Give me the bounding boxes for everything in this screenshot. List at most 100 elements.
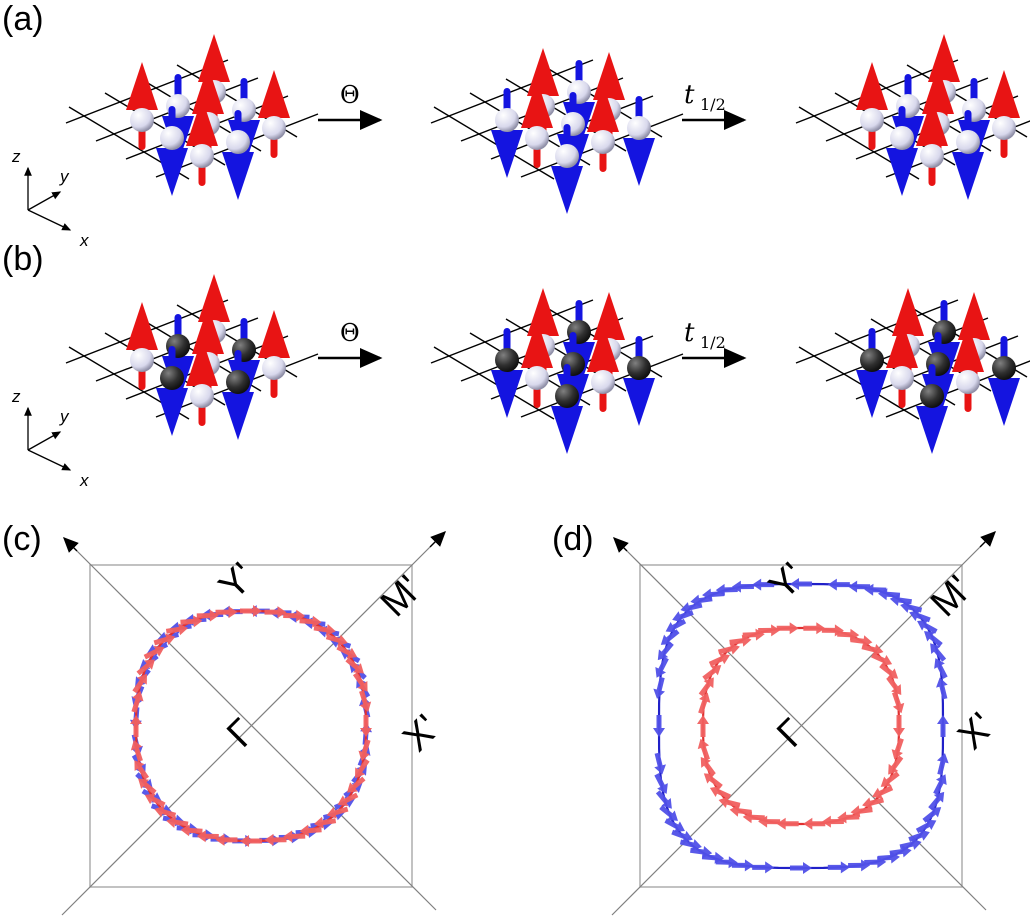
c-red-spin-arrow [325, 634, 348, 647]
d-red-spin-arrow [698, 692, 711, 715]
d-red-spin-arrow [717, 643, 740, 655]
c-red-spin-arrow [180, 824, 203, 837]
spin-arrow-a3-3 [856, 62, 888, 150]
panel-label-a: (a) [2, 0, 44, 38]
label-x-prime-c: X' [395, 707, 448, 760]
d-red-spin-arrow [698, 677, 714, 697]
bz-diagonal-yc [76, 550, 437, 911]
d-red-spin-arrow [729, 804, 752, 817]
spin-arrow-b3-5 [988, 336, 1020, 426]
panel-label-c: (c) [2, 520, 42, 558]
d-blue-spin-arrow [657, 641, 674, 661]
d-red-spin-arrow [886, 675, 902, 695]
d-blue-spin-arrow [922, 807, 942, 823]
c-red-spin-arrow [215, 606, 238, 619]
c-red-spin-arrow [264, 833, 287, 846]
label-y-prime-c: Y' [211, 555, 264, 608]
d-red-spin-arrow [729, 634, 752, 647]
d-blue-spin-arrow [915, 819, 937, 834]
d-red-spin-arrow [891, 737, 904, 760]
d-blue-spin-arrow [917, 620, 938, 634]
spin-arrow-a2-3 [491, 88, 523, 178]
spin-arrow-b2-5 [623, 336, 655, 426]
c-red-spin-arrow [358, 739, 371, 761]
t-sub-b: 1/2 [700, 333, 726, 352]
d-blue-spin-arrow [654, 773, 668, 794]
label-m-prime-c: M' [373, 568, 430, 625]
d-blue-spin-arrow [665, 618, 687, 633]
d-red-spin-arrow [888, 755, 904, 775]
atom-b1-5 [262, 356, 286, 380]
d-blue-spin-arrow [908, 829, 930, 842]
label-x-prime-d: X' [950, 705, 1003, 758]
axes-triad-a: z y x [11, 147, 89, 250]
c-red-spin-arrow [360, 715, 372, 737]
atom-a1-3 [130, 108, 154, 132]
brillouin-zone-d: Y' M' X' Γ [611, 531, 1003, 916]
c-red-spin-arrow [196, 609, 219, 622]
c-red-spin-arrow [138, 778, 157, 795]
atom-a3-8 [920, 144, 944, 168]
d-red-spin-arrow [880, 771, 900, 787]
spin-arrow-a2-5 [623, 96, 655, 186]
spin-arrow-b2-6 [521, 320, 553, 408]
d-blue-spin-arrow [653, 715, 665, 737]
panel-label-b: (b) [2, 240, 44, 278]
atom-b3-8 [920, 384, 944, 408]
spin-lattice-a2 [430, 48, 684, 214]
spin-arrow-b3-3 [856, 328, 888, 418]
operator-half-translation-a: t 1/2 [682, 80, 747, 130]
d-blue-spin-arrow [659, 805, 678, 821]
operator-theta-a: Θ [318, 81, 383, 130]
brillouin-zone-c: Y' M' X' Γ [61, 531, 448, 916]
d-red-spin-arrow [776, 622, 799, 635]
c-red-spin-arrow [264, 606, 287, 619]
label-gamma-d: Γ [769, 711, 814, 756]
c-red-spin-arrow [130, 715, 142, 737]
d-blue-spin-arrow [924, 631, 943, 647]
d-red-spin-arrow [892, 691, 905, 714]
atom-b1-6 [160, 366, 184, 390]
d-red-spin-arrow [821, 815, 844, 828]
label-y-prime-d: Y' [761, 555, 814, 608]
atom-a1-8 [190, 144, 214, 168]
c-red-spin-arrow [131, 691, 144, 713]
d-blue-spin-arrow [933, 774, 947, 796]
d-blue-spin-arrow [654, 752, 666, 775]
c-red-spin-arrow [154, 805, 177, 818]
d-blue-spin-arrow [899, 838, 922, 850]
d-blue-spin-arrow [827, 861, 850, 874]
d-red-spin-arrow [871, 652, 893, 666]
d-blue-spin-arrow [653, 676, 665, 699]
d-blue-spin-arrow [655, 790, 672, 809]
c-red-spin-arrow [240, 605, 262, 617]
c-red-spin-arrow [153, 633, 176, 646]
atom-b2-3 [495, 348, 519, 372]
d-blue-spin-arrow [655, 656, 669, 678]
spin-lattice-b3 [795, 288, 1030, 454]
spin-lattice-b2 [430, 288, 684, 454]
d-blue-spin-arrow [790, 578, 812, 590]
bz-square-d [639, 564, 963, 888]
c-red-spin-arrow [359, 690, 372, 712]
atom-b3-5 [992, 356, 1016, 380]
c-red-spin-arrow [345, 657, 364, 674]
d-blue-spin-arrow [827, 578, 850, 591]
d-blue-spin-arrow [848, 859, 871, 872]
t-sub-a: 1/2 [700, 95, 726, 114]
atom-b2-8 [555, 384, 579, 408]
d-red-spin-arrow [850, 805, 873, 818]
atom-b3-6 [890, 366, 914, 390]
c-red-spin-arrow [165, 623, 189, 636]
spin-arrow-b1-3 [126, 302, 158, 390]
c-red-spin-arrow [283, 830, 306, 843]
t-label-b: t [684, 318, 695, 348]
c-red-spin-arrow [352, 672, 368, 692]
atom-b2-7 [591, 370, 615, 394]
d-blue-spin-arrow [930, 643, 947, 662]
d-red-spin-arrow [862, 797, 885, 809]
spin-lattice-b1 [65, 274, 319, 440]
atom-a1-6 [160, 126, 184, 150]
d-red-spin-arrow [718, 796, 741, 808]
